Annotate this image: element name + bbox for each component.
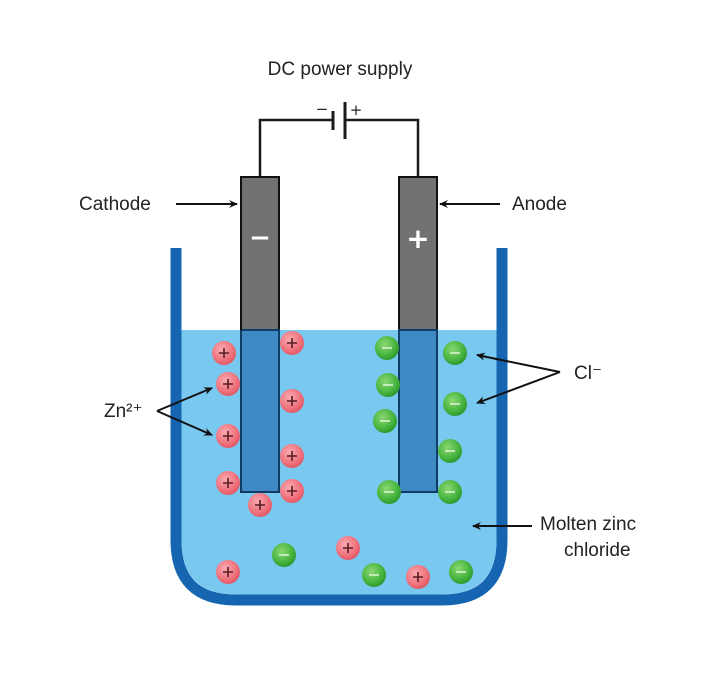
zn-cation bbox=[280, 389, 304, 413]
plus-icon bbox=[343, 543, 353, 553]
battery-icon bbox=[331, 102, 347, 139]
cl-anion bbox=[373, 409, 397, 433]
title-dc-power-supply: DC power supply bbox=[268, 59, 413, 80]
zn-cation bbox=[248, 493, 272, 517]
cl-ion-label: Cl⁻ bbox=[574, 363, 602, 384]
anode-electrode bbox=[398, 176, 438, 493]
battery-positive-sign: + bbox=[350, 101, 363, 119]
zn-cation bbox=[406, 565, 430, 589]
plus-icon bbox=[287, 396, 297, 406]
cl-anion bbox=[376, 373, 400, 397]
cl-anion bbox=[443, 341, 467, 365]
anode-positive-sign: + bbox=[406, 222, 429, 255]
plus-icon bbox=[223, 567, 233, 577]
zn-cation bbox=[280, 331, 304, 355]
plus-icon bbox=[255, 500, 265, 510]
zn-cation bbox=[216, 560, 240, 584]
zn-cation bbox=[216, 424, 240, 448]
cl-arrow-lower bbox=[476, 371, 561, 404]
ions-layer bbox=[212, 331, 473, 589]
zn-cation bbox=[280, 479, 304, 503]
zn-cation bbox=[280, 444, 304, 468]
plus-icon bbox=[223, 379, 233, 389]
cl-anion bbox=[377, 480, 401, 504]
cl-arrow-upper bbox=[476, 352, 561, 373]
zn-cation bbox=[212, 341, 236, 365]
plus-icon bbox=[287, 486, 297, 496]
electrolyte-label-line2: chloride bbox=[564, 540, 631, 561]
zn-arrow-upper bbox=[156, 387, 213, 412]
circuit-wire bbox=[258, 118, 420, 177]
zn-arrow-lower bbox=[156, 410, 213, 436]
plus-icon bbox=[287, 451, 297, 461]
cl-anion bbox=[449, 560, 473, 584]
plus-icon bbox=[413, 572, 423, 582]
anode-label: Anode bbox=[512, 194, 567, 215]
cl-anion bbox=[375, 336, 399, 360]
container bbox=[170, 248, 508, 606]
plus-icon bbox=[223, 478, 233, 488]
cathode-electrode bbox=[240, 176, 280, 493]
zn-cation bbox=[216, 372, 240, 396]
electrolyte-label-line1: Molten zinc bbox=[540, 514, 636, 535]
cl-anion bbox=[438, 439, 462, 463]
cl-anion bbox=[443, 392, 467, 416]
zn-ion-label: Zn²⁺ bbox=[104, 401, 143, 422]
plus-icon bbox=[287, 338, 297, 348]
cathode-label: Cathode bbox=[79, 194, 151, 215]
cl-anion bbox=[438, 480, 462, 504]
zn-cation bbox=[336, 536, 360, 560]
cathode-negative-sign: − bbox=[249, 223, 271, 253]
plus-icon bbox=[223, 431, 233, 441]
cl-anion bbox=[362, 563, 386, 587]
cl-anion bbox=[272, 543, 296, 567]
zn-cation bbox=[216, 471, 240, 495]
plus-icon bbox=[219, 348, 229, 358]
battery-negative-sign: − bbox=[316, 100, 329, 118]
